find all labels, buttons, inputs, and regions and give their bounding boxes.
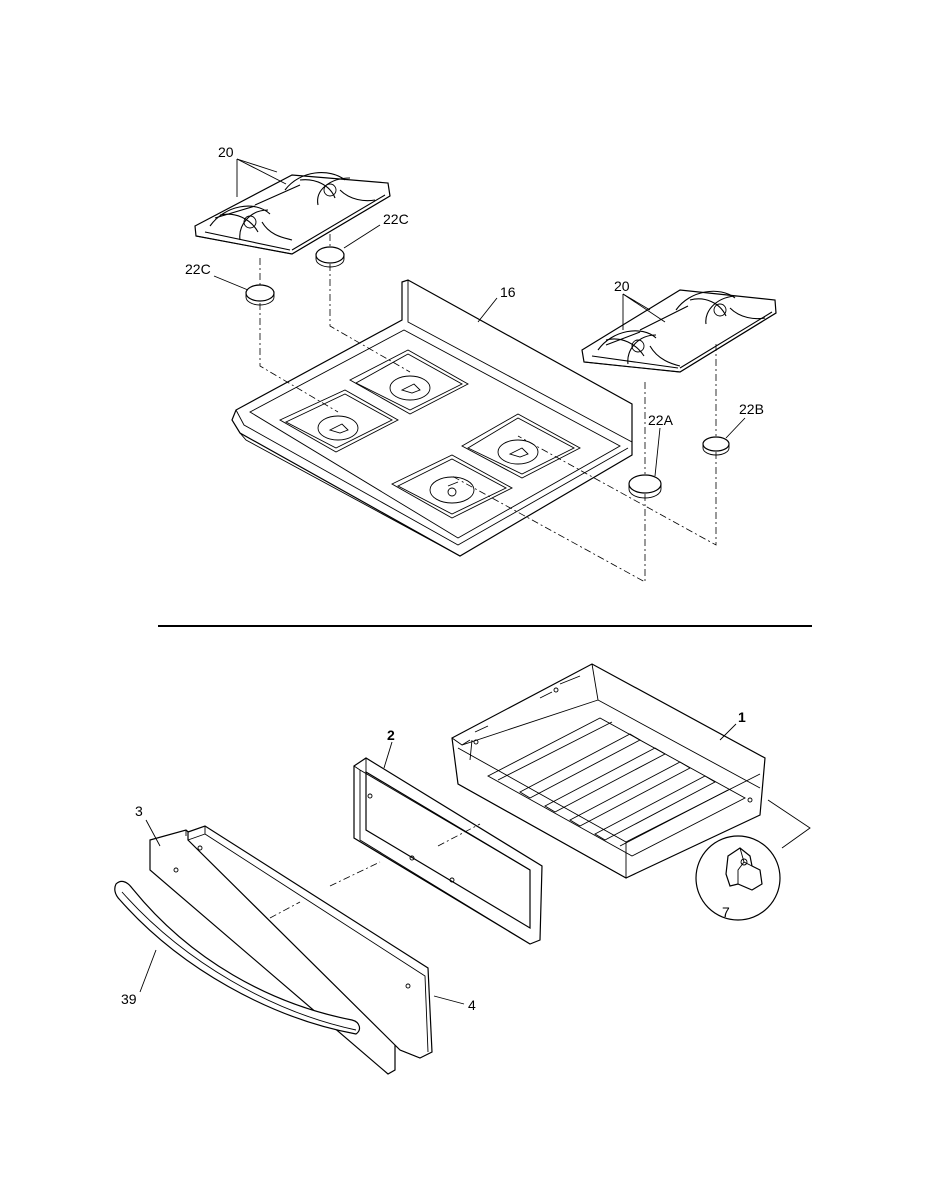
cooktop: [231, 279, 633, 557]
burner-cap-22c-lower: [245, 284, 275, 306]
drawer-body: [451, 663, 766, 879]
callout-cap-22a: 22A: [648, 412, 674, 428]
left-grate-pair: [194, 172, 391, 255]
callout-cap-upper: 22C: [383, 211, 409, 227]
assembly-lines-top: [259, 234, 717, 583]
glide-detail: [695, 799, 811, 921]
callout-handle: 39: [121, 991, 137, 1007]
leader-lines-top: [213, 158, 746, 477]
drawer-liner-frame: [353, 757, 543, 945]
right-grate-pair: [581, 289, 777, 373]
callout-drawer-body: 1: [738, 709, 746, 725]
callout-grates-right: 20: [614, 278, 630, 294]
callout-drawer-panel: 3: [135, 803, 143, 819]
callout-glide: 7: [722, 904, 730, 920]
callout-cap-22b: 22B: [739, 401, 764, 417]
callout-drawer-front: 4: [468, 997, 476, 1013]
callout-cap-lower: 22C: [185, 261, 211, 277]
assembly-lines-bottom: [269, 823, 481, 919]
callout-cooktop: 16: [500, 284, 516, 300]
callout-grates-left: 20: [218, 144, 234, 160]
leader-lines-bottom: [139, 723, 737, 1005]
callout-drawer-liner: 2: [387, 727, 395, 743]
drawer-front: [187, 825, 433, 1059]
drawer-handle: [114, 880, 361, 1035]
